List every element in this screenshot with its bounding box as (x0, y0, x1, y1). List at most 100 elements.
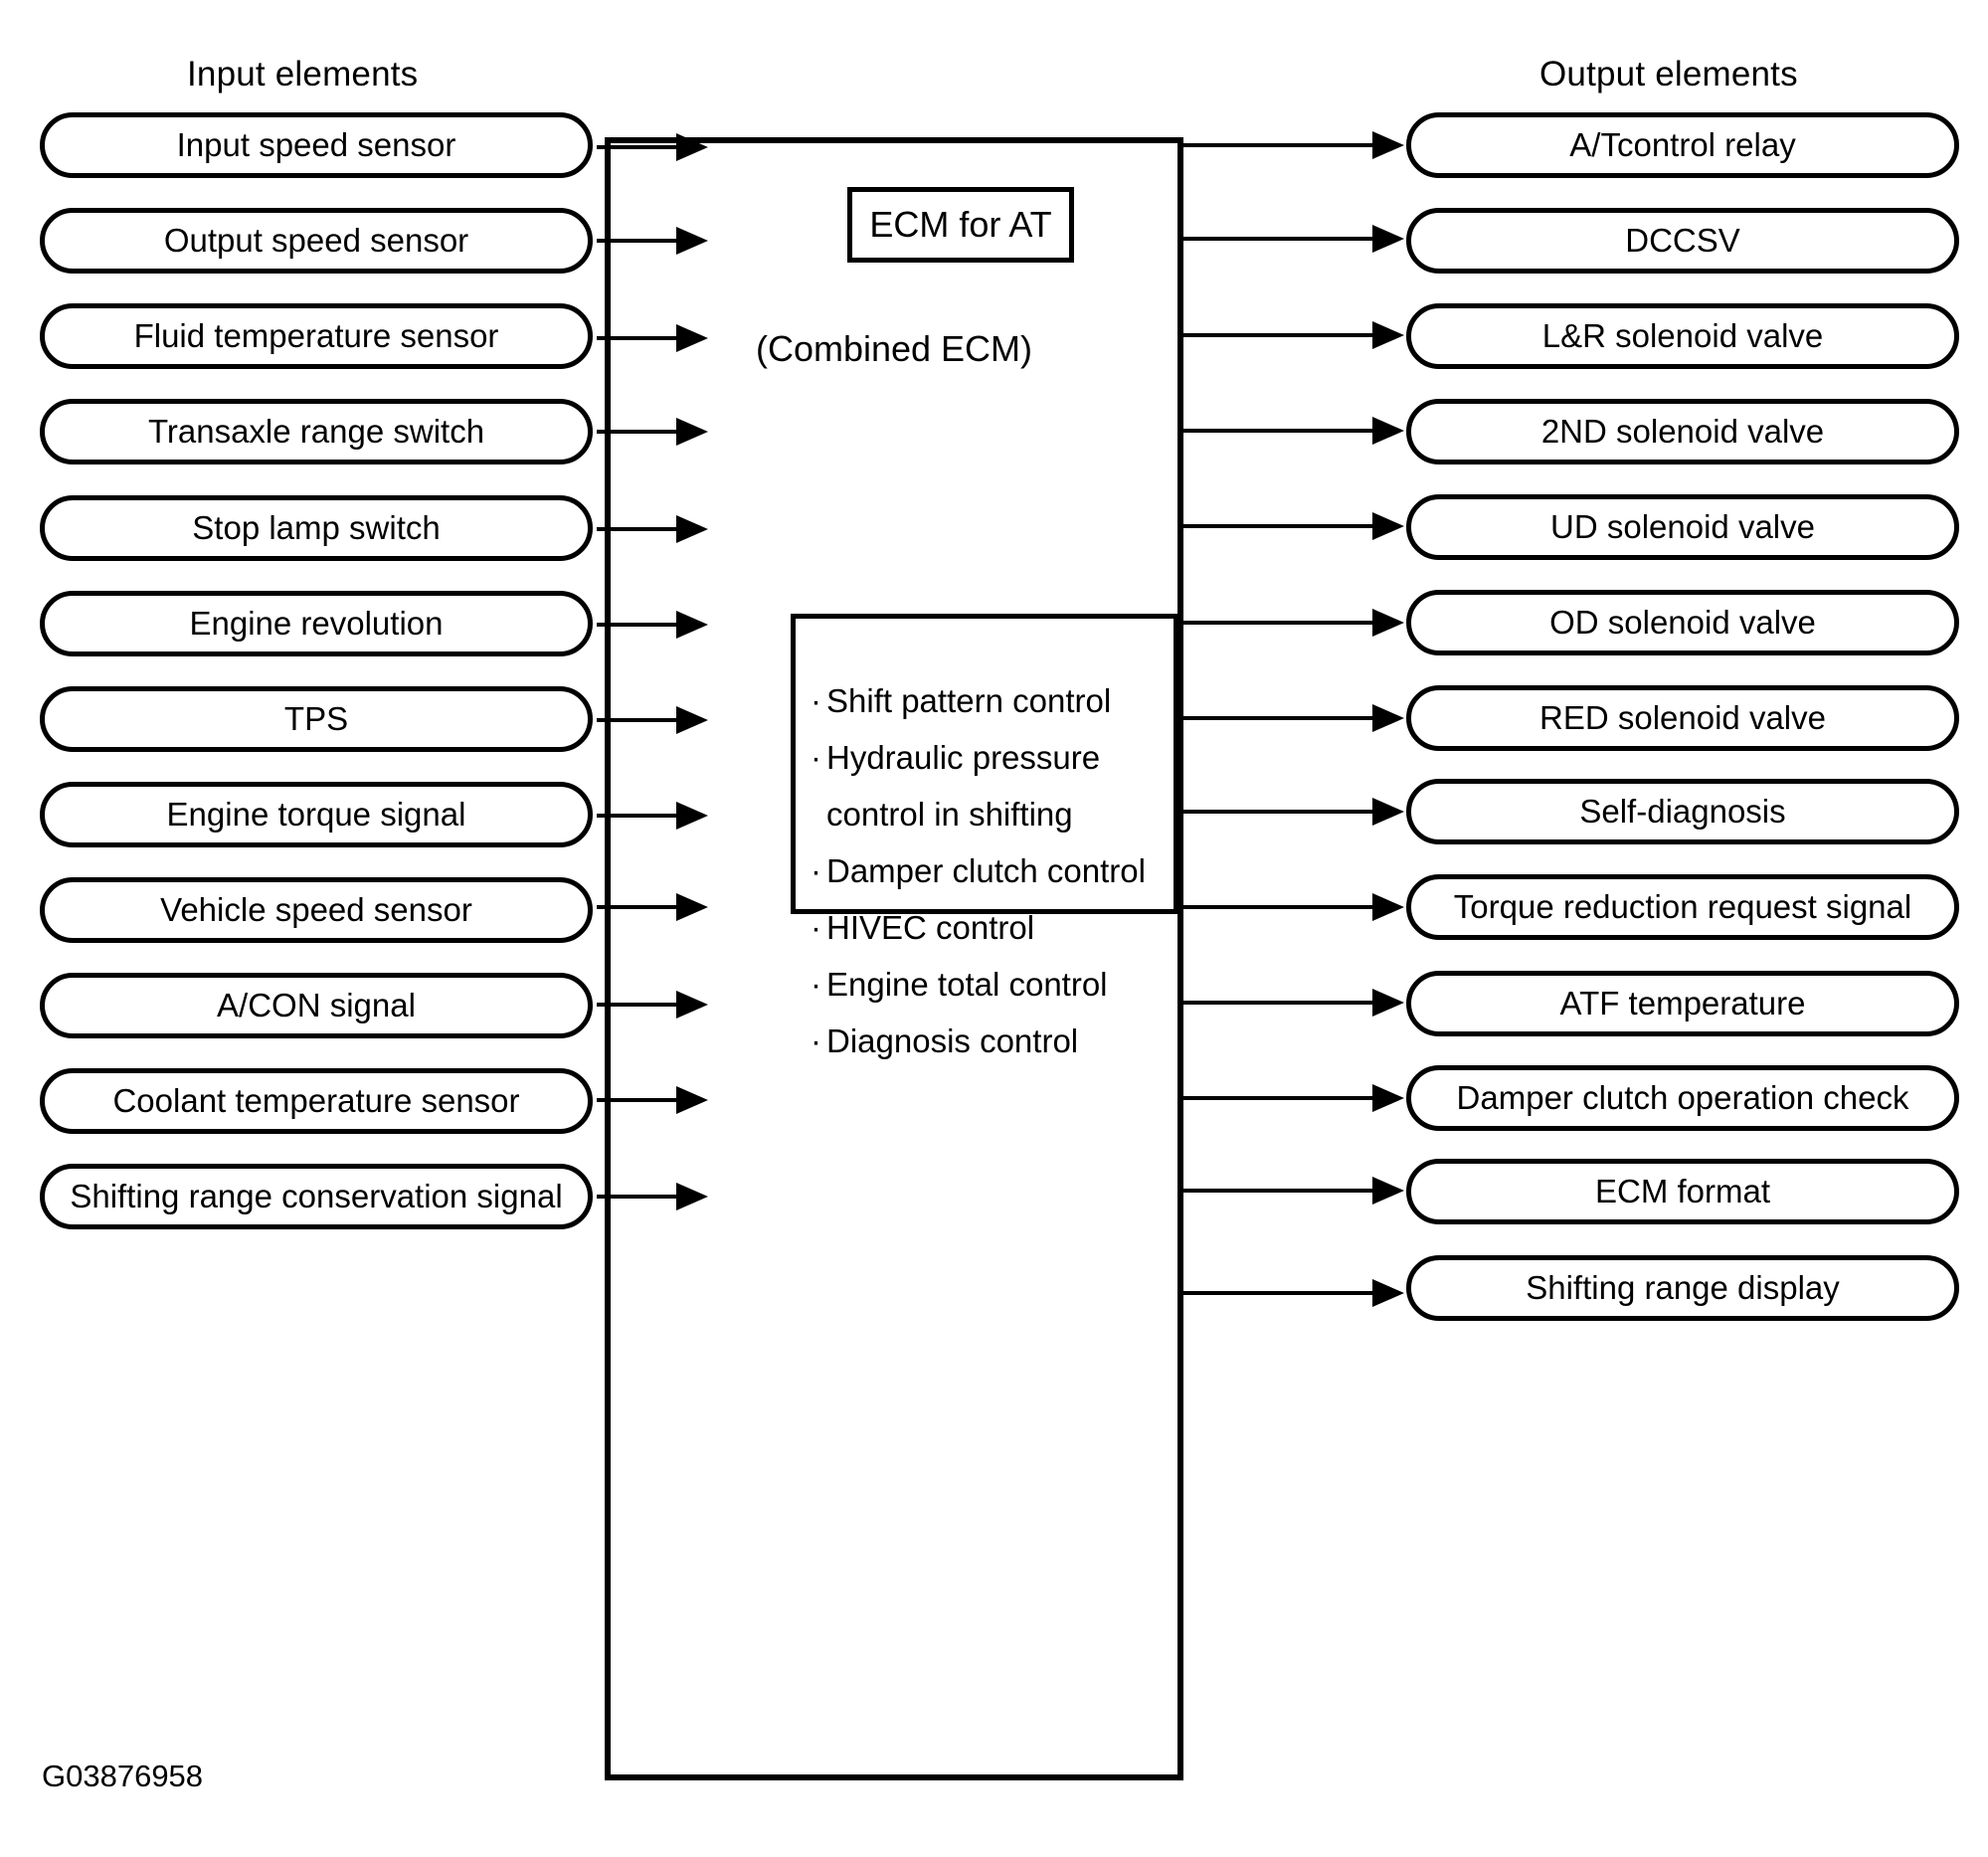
output-node[interactable]: ATF temperature (1406, 971, 1959, 1036)
arrow-head (1372, 1177, 1404, 1205)
output-column-heading: Output elements (1539, 55, 1798, 93)
input-node-label: TPS (283, 699, 349, 737)
arrow-shaft (1183, 237, 1372, 241)
arrow-head (1372, 225, 1404, 253)
bullet-dot-icon: · (811, 682, 821, 719)
bullet-dot-icon: · (811, 909, 821, 946)
input-node[interactable]: Output speed sensor (40, 208, 593, 274)
arrow-head (1372, 798, 1404, 826)
control-list-item-continuation: control in shifting (811, 786, 1174, 842)
control-list-item-label: Engine total control (826, 966, 1108, 1003)
ecm-subtitle-label: (Combined ECM) (755, 328, 1033, 369)
output-node-label: Self-diagnosis (1579, 792, 1786, 830)
arrow-shaft (1183, 716, 1372, 720)
output-node-label: ECM format (1594, 1172, 1771, 1209)
control-list-item-label: Shift pattern control (826, 682, 1112, 719)
output-node-label: Torque reduction request signal (1453, 887, 1912, 925)
arrow-head (1372, 512, 1404, 540)
output-node[interactable]: Shifting range display (1406, 1255, 1959, 1321)
arrow-shaft (1183, 1001, 1372, 1005)
output-node[interactable]: RED solenoid valve (1406, 685, 1959, 751)
input-node[interactable]: Coolant temperature sensor (40, 1068, 593, 1134)
arrow-head (1372, 321, 1404, 349)
arrow-head (1372, 1084, 1404, 1112)
arrow-shaft (1183, 524, 1372, 528)
arrow-shaft (1183, 1189, 1372, 1193)
arrow-shaft (1183, 429, 1372, 433)
arrow-head (1372, 989, 1404, 1017)
input-node-label: Fluid temperature sensor (133, 316, 499, 354)
control-list-item-label: Hydraulic pressure (826, 739, 1101, 776)
output-node-label: 2ND solenoid valve (1540, 412, 1825, 450)
arrow-head (1372, 131, 1404, 159)
arrow-head (1372, 609, 1404, 637)
ecm-control-list-box (791, 614, 1178, 914)
output-node[interactable]: L&R solenoid valve (1406, 303, 1959, 369)
control-list-item: ·Engine total control (811, 956, 1174, 1013)
output-node[interactable]: 2ND solenoid valve (1406, 399, 1959, 464)
ecm-title-box: ECM for AT (847, 187, 1074, 263)
arrow-head (1372, 893, 1404, 921)
control-list-item-label: HIVEC control (826, 909, 1035, 946)
input-node-label: Transaxle range switch (147, 412, 485, 450)
bullet-dot-icon: · (811, 852, 821, 889)
output-node-label: UD solenoid valve (1550, 507, 1815, 545)
output-node[interactable]: Damper clutch operation check (1406, 1065, 1959, 1131)
input-node[interactable]: Transaxle range switch (40, 399, 593, 464)
output-node-label: L&R solenoid valve (1541, 316, 1824, 354)
arrow-shaft (1183, 1096, 1372, 1100)
arrow-shaft (1183, 333, 1372, 337)
control-list-item: ·Diagnosis control (811, 1013, 1174, 1069)
input-node[interactable]: A/CON signal (40, 973, 593, 1038)
output-node[interactable]: UD solenoid valve (1406, 494, 1959, 560)
arrow-head (1372, 704, 1404, 732)
output-node-label: Damper clutch operation check (1456, 1078, 1909, 1116)
input-node[interactable]: Engine torque signal (40, 782, 593, 847)
control-list-item: ·Shift pattern control (811, 672, 1174, 729)
output-node[interactable]: OD solenoid valve (1406, 590, 1959, 655)
control-list-item-continuation-label: control in shifting (826, 796, 1073, 833)
input-node[interactable]: Shifting range conservation signal (40, 1164, 593, 1229)
arrow-shaft (1183, 1291, 1372, 1295)
input-node[interactable]: Input speed sensor (40, 112, 593, 178)
ecm-title-label: ECM for AT (869, 204, 1052, 245)
arrow-shaft (1183, 143, 1372, 147)
output-node[interactable]: A/Tcontrol relay (1406, 112, 1959, 178)
control-list-item: ·Damper clutch control (811, 842, 1174, 899)
output-node[interactable]: DCCSV (1406, 208, 1959, 274)
input-node[interactable]: Vehicle speed sensor (40, 877, 593, 943)
ecm-container-box (605, 137, 1183, 1780)
figure-id-label: G03876958 (42, 1759, 204, 1793)
input-node-label: A/CON signal (217, 986, 416, 1023)
control-list-item: ·HIVEC control (811, 899, 1174, 956)
input-node[interactable]: TPS (40, 686, 593, 752)
input-node-label: Output speed sensor (163, 221, 469, 259)
output-node-label: A/Tcontrol relay (1569, 125, 1796, 163)
control-list-item-label: Damper clutch control (826, 852, 1146, 889)
output-node-label: ATF temperature (1559, 984, 1806, 1021)
arrow-head (1372, 417, 1404, 445)
input-column-heading: Input elements (187, 55, 419, 93)
bullet-dot-icon: · (811, 739, 821, 776)
input-node-label: Coolant temperature sensor (112, 1081, 520, 1119)
input-node-label: Input speed sensor (176, 125, 456, 163)
output-node[interactable]: Torque reduction request signal (1406, 874, 1959, 940)
bullet-dot-icon: · (811, 966, 821, 1003)
input-node-label: Engine revolution (189, 604, 444, 642)
input-node-label: Shifting range conservation signal (70, 1177, 563, 1214)
output-node[interactable]: Self-diagnosis (1406, 779, 1959, 844)
input-node[interactable]: Stop lamp switch (40, 495, 593, 561)
output-node-label: RED solenoid valve (1539, 698, 1826, 736)
arrow-shaft (1183, 621, 1372, 625)
arrow-shaft (1183, 810, 1372, 814)
input-node-label: Engine torque signal (166, 795, 466, 833)
input-node-label: Stop lamp switch (192, 508, 441, 546)
input-node[interactable]: Engine revolution (40, 591, 593, 656)
arrow-shaft (1183, 905, 1372, 909)
input-node[interactable]: Fluid temperature sensor (40, 303, 593, 369)
output-node-label: DCCSV (1625, 221, 1740, 259)
ecm-control-list: ·Shift pattern control·Hydraulic pressur… (811, 672, 1174, 1069)
output-node-label: OD solenoid valve (1549, 603, 1816, 641)
arrow-head (1372, 1279, 1404, 1307)
output-node[interactable]: ECM format (1406, 1159, 1959, 1224)
